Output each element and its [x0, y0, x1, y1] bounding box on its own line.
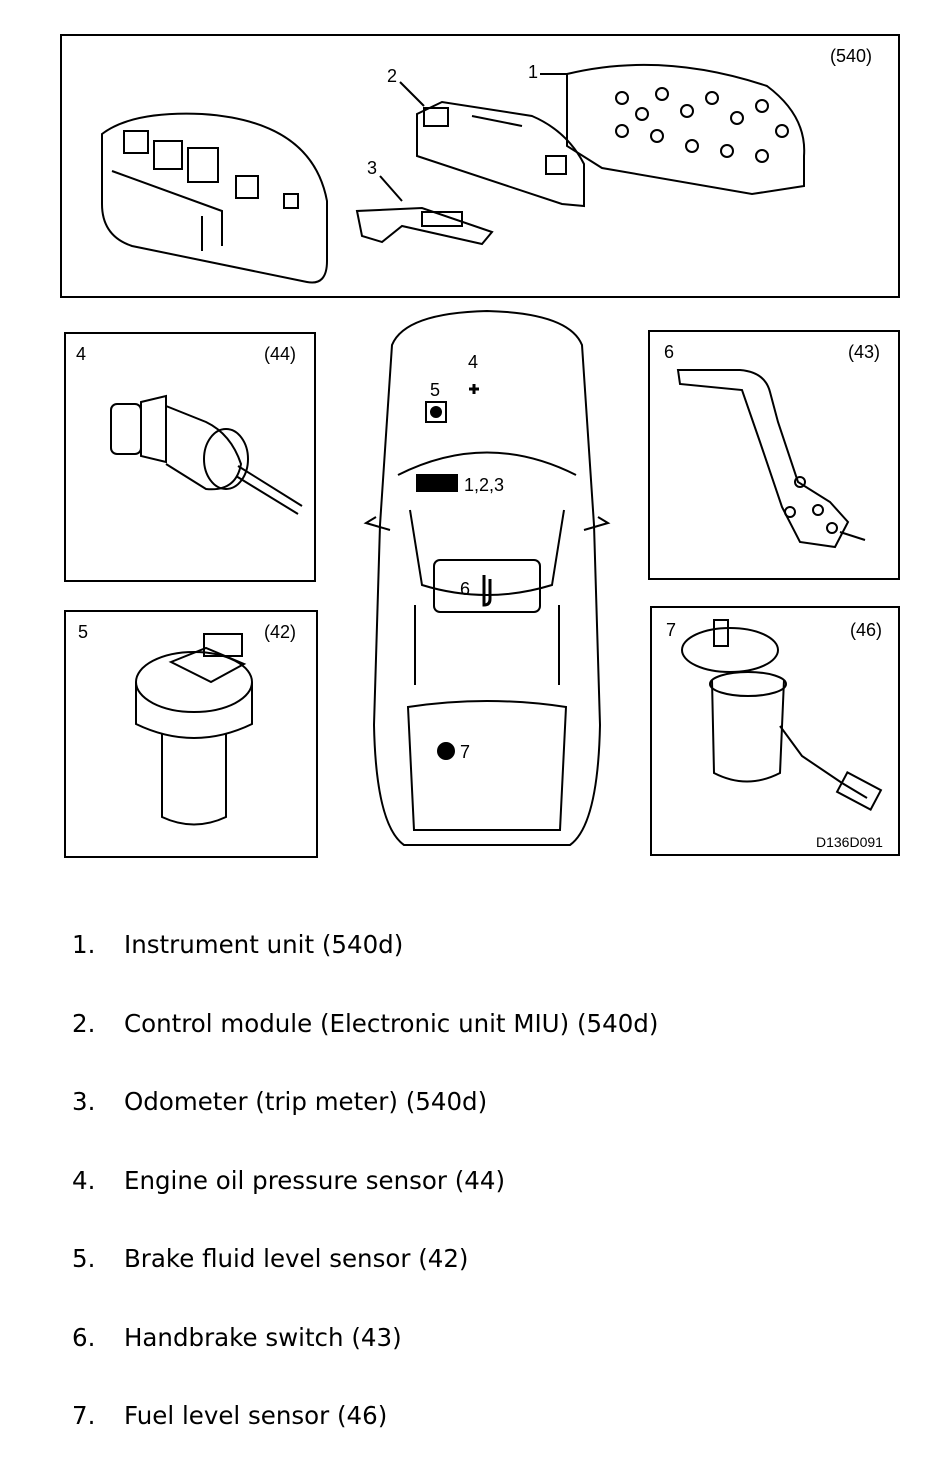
legend-item: 4. Engine oil pressure sensor (44) — [72, 1166, 912, 1245]
callout-1: 1 — [528, 62, 539, 82]
car-mark-6: 6 — [460, 579, 471, 599]
legend-number: 1. — [72, 930, 96, 959]
handbrake-switch-panel: 6 (43) — [648, 330, 900, 580]
car-mark-123: 1,2,3 — [464, 475, 505, 495]
legend-number: 7. — [72, 1401, 96, 1430]
panel-tag-6: 6 — [664, 342, 675, 362]
oil-pressure-sensor-illustration — [110, 394, 303, 515]
brake-fluid-sensor-panel: 5 (42) — [64, 610, 318, 858]
panel-code-43: (43) — [848, 342, 881, 362]
legend-item: 5. Brake fluid level sensor (42) — [72, 1244, 912, 1323]
legend-text: Handbrake switch (43) — [124, 1322, 402, 1352]
callout-2: 2 — [387, 66, 398, 86]
panel-tag-4: 4 — [76, 344, 87, 364]
legend-number: 4. — [72, 1165, 96, 1195]
legend-text: Control module (Electronic unit MIU) (54… — [124, 1008, 659, 1038]
brake-fluid-sensor-illustration — [135, 633, 253, 826]
legend-text: Engine oil pressure sensor (44) — [124, 1165, 506, 1195]
car-top-view — [363, 309, 611, 846]
legend-item: 1. Instrument unit (540d) — [72, 930, 912, 1009]
panel-code-44: (44) — [264, 344, 297, 364]
fuel-level-sensor-illustration — [681, 619, 883, 811]
legend-item: 7. Fuel level sensor (46) — [72, 1401, 912, 1480]
drawing-reference: D136D091 — [816, 834, 883, 850]
legend-item: 3. Odometer (trip meter) (540d) — [72, 1087, 912, 1166]
legend-number: 6. — [72, 1322, 96, 1352]
car-mark-4: 4 — [468, 352, 479, 372]
legend-text: Odometer (trip meter) (540d) — [124, 1087, 488, 1116]
legend-text: Brake fluid level sensor (42) — [124, 1244, 469, 1273]
component-legend: 1. Instrument unit (540d) 2. Control modul… — [72, 930, 912, 1480]
legend-number: 5. — [72, 1244, 96, 1273]
panel-code-46: (46) — [850, 620, 883, 640]
callout-3: 3 — [367, 158, 378, 178]
instrument-cluster-panel: 1 2 3 (540) — [60, 34, 900, 298]
legend-text: Instrument unit (540d) — [124, 930, 404, 959]
legend-number: 2. — [72, 1008, 96, 1038]
panel-tag-7: 7 — [666, 620, 677, 640]
panel-code-42: (42) — [264, 622, 297, 642]
car-mark-7: 7 — [460, 742, 471, 762]
fuel-level-sensor-panel: 7 (46) D136D091 — [650, 606, 900, 856]
legend-item: 2. Control module (Electronic unit MIU) (… — [72, 1009, 912, 1088]
oil-pressure-sensor-panel: 4 (44) — [64, 332, 316, 582]
legend-text: Fuel level sensor (46) — [124, 1401, 388, 1430]
legend-item: 6. Handbrake switch (43) — [72, 1323, 912, 1402]
legend-number: 3. — [72, 1087, 96, 1116]
panel-code-540: (540) — [830, 46, 873, 66]
handbrake-switch-illustration — [676, 369, 866, 549]
car-mark-5: 5 — [430, 380, 441, 400]
panel-tag-5: 5 — [78, 622, 89, 642]
instrument-cluster-illustration — [101, 63, 806, 284]
